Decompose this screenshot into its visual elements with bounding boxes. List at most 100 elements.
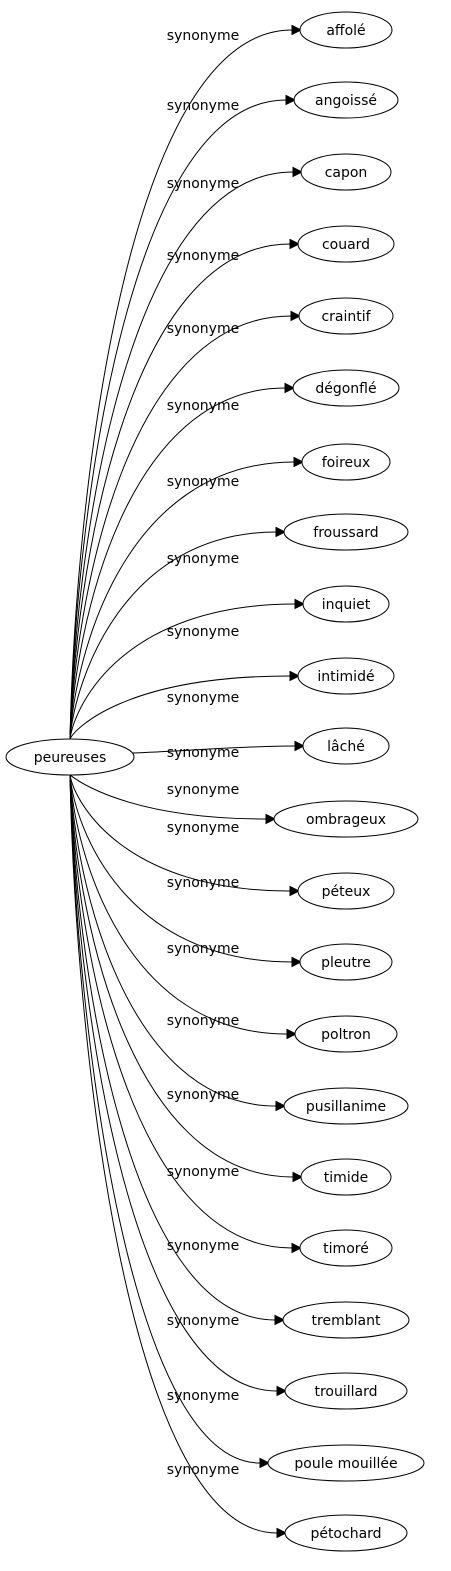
synonym-node[interactable]: poltron <box>294 1015 398 1053</box>
synonym-node[interactable]: dégonflé <box>292 369 400 407</box>
synonym-node-label: pétochard <box>310 1526 381 1542</box>
synonym-edge <box>69 675 291 740</box>
synonym-node[interactable]: pleutre <box>299 943 393 981</box>
synonym-node-label: timoré <box>323 1241 369 1257</box>
synonym-node[interactable]: pétochard <box>284 1514 408 1552</box>
synonym-edge <box>69 774 288 1035</box>
synonym-node-ellipse <box>300 1158 392 1196</box>
synonym-node-ellipse <box>299 1229 393 1267</box>
synonym-node-ellipse <box>302 727 390 765</box>
arrowhead-icon <box>293 456 305 468</box>
edge-label: synonyme <box>167 1238 239 1254</box>
edge-label: synonyme <box>167 820 239 836</box>
synonym-edge <box>69 774 291 892</box>
synonym-node-label: pleutre <box>321 955 371 971</box>
arrowhead-icon <box>284 382 296 394</box>
synonym-node[interactable]: intimidé <box>297 657 395 695</box>
edge-label: synonyme <box>167 1388 239 1404</box>
edge-label: synonyme <box>167 248 239 264</box>
synonym-edge <box>69 774 267 820</box>
synonym-node-ellipse <box>294 1015 398 1053</box>
edge-label: synonyme <box>167 474 239 490</box>
synonym-edge <box>69 461 295 740</box>
synonym-node[interactable]: angoissé <box>293 81 399 119</box>
edge-label: synonyme <box>167 745 239 761</box>
synonym-node-label: péteux <box>322 884 371 900</box>
synonym-node[interactable]: affolé <box>299 11 393 49</box>
arrowhead-icon <box>289 238 301 250</box>
arrowhead-icon <box>259 1457 271 1469</box>
synonym-node[interactable]: inquiet <box>302 585 390 623</box>
edge-label: synonyme <box>167 782 239 798</box>
synonym-node[interactable]: péteux <box>297 872 395 910</box>
synonym-node-label: capon <box>325 165 368 181</box>
synonym-node[interactable]: ombrageux <box>273 800 419 838</box>
synonym-node-label: craintif <box>321 309 371 325</box>
edges: synonyme synonyme synonyme synonyme synonyme… <box>69 24 306 1539</box>
arrowhead-icon <box>289 670 301 682</box>
synonym-node[interactable]: lâché <box>302 727 390 765</box>
synonym-node-label: couard <box>322 237 370 253</box>
synonym-node-label: froussard <box>313 525 378 541</box>
arrowhead-icon <box>290 310 302 322</box>
synonym-node-ellipse <box>293 81 399 119</box>
synonym-node-ellipse <box>297 225 395 263</box>
synonym-node[interactable]: capon <box>300 153 392 191</box>
synonym-edge <box>69 774 261 1464</box>
arrowhead-icon <box>276 1527 288 1539</box>
synonym-node-label: affolé <box>326 23 365 39</box>
synonym-node[interactable]: tremblant <box>282 1301 410 1339</box>
synonym-node-label: timide <box>324 1170 368 1186</box>
root-node[interactable]: peureuses <box>5 738 135 776</box>
synonym-node-ellipse <box>284 1372 408 1410</box>
edge-label: synonyme <box>167 875 239 891</box>
synonym-node-label: foireux <box>322 455 371 471</box>
arrowhead-icon <box>275 526 287 538</box>
edge-label: synonyme <box>167 321 239 337</box>
synonym-edge <box>69 774 276 1321</box>
synonym-node[interactable]: foireux <box>301 443 391 481</box>
synonym-node-label: tremblant <box>312 1313 381 1329</box>
synonym-node[interactable]: timide <box>300 1158 392 1196</box>
synonym-edge <box>69 243 291 740</box>
synonym-node-label: trouillard <box>314 1384 377 1400</box>
synonym-node[interactable]: craintif <box>298 297 394 335</box>
synonym-node-label: lâché <box>327 739 365 755</box>
synonym-edge <box>69 171 294 740</box>
edge-label: synonyme <box>167 398 239 414</box>
edge-label: synonyme <box>167 690 239 706</box>
synonym-edge <box>69 531 277 740</box>
synonym-node-ellipse <box>299 943 393 981</box>
synonym-edge <box>69 315 292 740</box>
synonym-node-ellipse <box>297 657 395 695</box>
synonym-node-ellipse <box>283 1087 409 1125</box>
arrowhead-icon <box>291 24 303 36</box>
synonym-node-label: pusillanime <box>306 1099 386 1115</box>
synonym-node[interactable]: pusillanime <box>283 1087 409 1125</box>
synonym-node-ellipse <box>282 1301 410 1339</box>
synonym-node[interactable]: poule mouillée <box>267 1444 425 1482</box>
synonym-edge <box>69 774 278 1534</box>
synonym-node-label: poltron <box>321 1027 371 1043</box>
edge-label: synonyme <box>167 1087 239 1103</box>
synonym-node[interactable]: trouillard <box>284 1372 408 1410</box>
synonym-node-ellipse <box>284 1514 408 1552</box>
synonym-node[interactable]: timoré <box>299 1229 393 1267</box>
synonym-node[interactable]: froussard <box>283 513 409 551</box>
edge-label: synonyme <box>167 176 239 192</box>
synonym-node-ellipse <box>298 297 394 335</box>
edge-label: synonyme <box>167 941 239 957</box>
arrowhead-icon <box>292 166 304 178</box>
edge-label: synonyme <box>167 624 239 640</box>
edge-label: synonyme <box>167 551 239 567</box>
synonym-node-ellipse <box>297 872 395 910</box>
synonym-node-ellipse <box>301 443 391 481</box>
synonym-node-label: intimidé <box>317 669 374 685</box>
synonym-node-ellipse <box>302 585 390 623</box>
synonym-node-ellipse <box>300 153 392 191</box>
arrowhead-icon <box>291 956 303 968</box>
synonym-edge <box>69 774 278 1392</box>
synonym-node[interactable]: couard <box>297 225 395 263</box>
arrowhead-icon <box>275 1100 287 1112</box>
